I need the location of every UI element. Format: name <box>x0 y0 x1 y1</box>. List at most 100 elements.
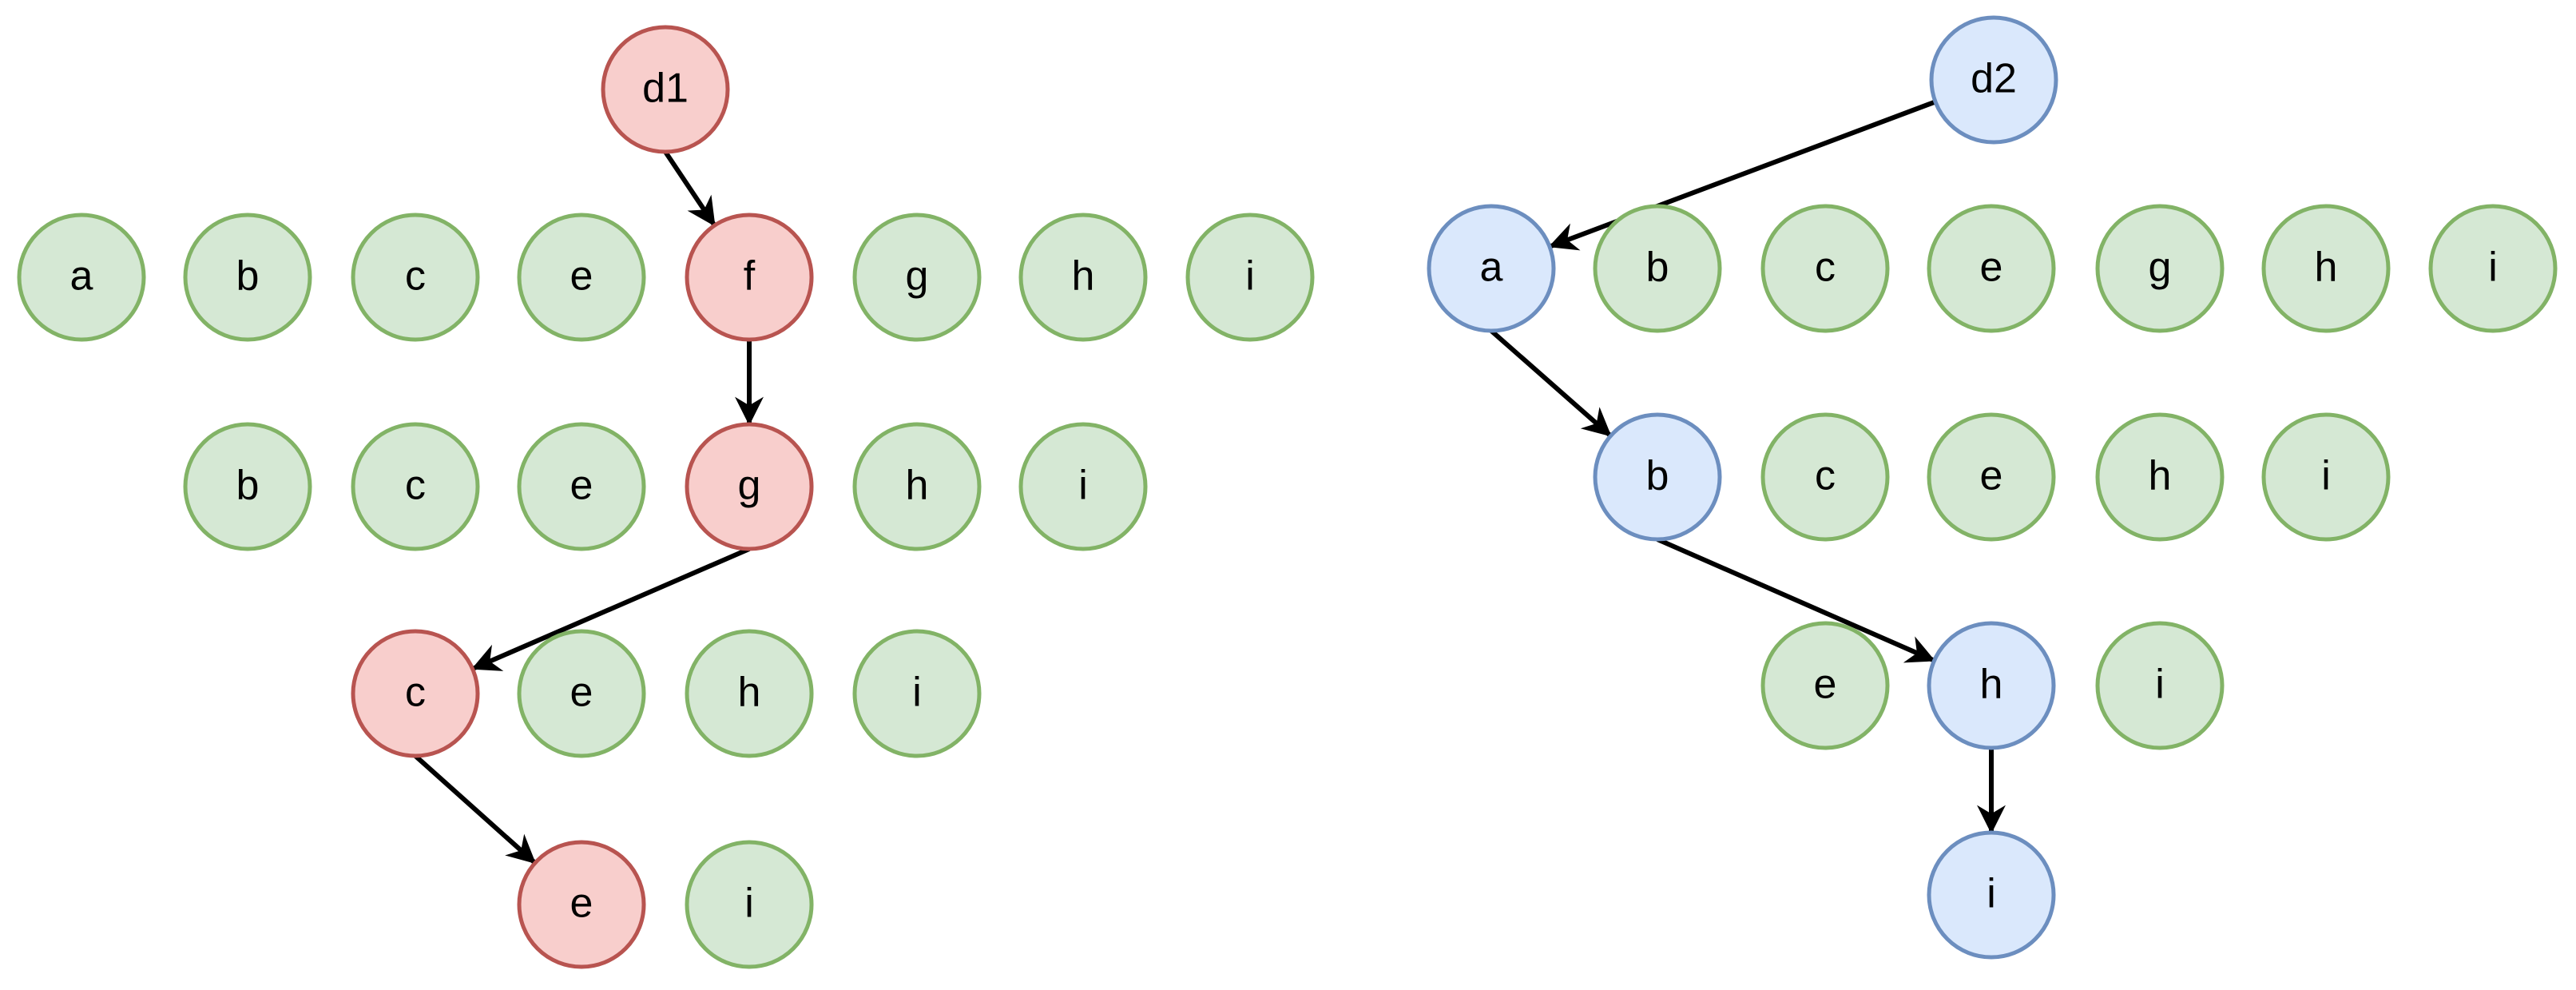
node-d2-r1-h-label: h <box>2315 245 2338 291</box>
node-d1-r3-e-label: e <box>570 670 593 716</box>
path-node-d2-r2-b: b <box>1593 412 1722 542</box>
node-d1-r2-e-label: e <box>570 463 593 509</box>
node-d2-r1-e-label: e <box>1980 245 2003 291</box>
node-d1-r1-h: h <box>1018 213 1148 342</box>
edges-layer <box>414 99 2006 865</box>
node-d2-r1-b-circle <box>1593 204 1722 333</box>
node-d1-r2-e: e <box>517 422 646 551</box>
node-d1-r1-b: b <box>183 213 312 342</box>
node-d2-r2-c: c <box>1760 412 1890 542</box>
node-d2-r1-h: h <box>2261 204 2391 333</box>
edge-d2-b-to-h <box>1656 537 1936 663</box>
path-node-d1-r1-f: f <box>685 213 814 342</box>
node-d1-r2-c-label: c <box>405 463 426 509</box>
node-d2-r2-h-circle <box>2095 412 2225 542</box>
node-d1-r3-h-circle <box>685 629 814 758</box>
node-d2-r3-i-label: i <box>2155 662 2165 708</box>
node-d2-r2-i-circle <box>2261 412 2391 542</box>
node-d2-r2-c-label: c <box>1815 453 1836 499</box>
node-d1-r2-b: b <box>183 422 312 551</box>
node-d2-r3-e-label: e <box>1814 662 1837 708</box>
root-node-d2: d2 <box>1929 15 2058 145</box>
edge-d2-d2-to-a <box>1548 99 1937 251</box>
path-node-d1-r4-e: e <box>517 840 646 969</box>
path-node-d1-r4-e-label: e <box>570 881 593 927</box>
path-node-d2-r3-h-label: h <box>1980 662 2003 708</box>
path-node-d1-r2-g-circle <box>685 422 814 551</box>
path-node-d1-r2-g: g <box>685 422 814 551</box>
node-d1-r1-a: a <box>17 213 146 342</box>
path-node-d2-r1-a: a <box>1427 204 1556 333</box>
node-d1-r2-h: h <box>852 422 982 551</box>
path-node-d2-r2-b-circle <box>1593 412 1722 542</box>
edge-d1-c-to-e <box>414 753 537 865</box>
node-d1-r2-e-circle <box>517 422 646 551</box>
node-d1-r2-i-circle <box>1018 422 1148 551</box>
path-node-d1-r4-e-circle <box>517 840 646 969</box>
node-d1-r1-i: i <box>1185 213 1315 342</box>
node-d2-r3-e: e <box>1760 621 1890 750</box>
node-d2-r2-i-label: i <box>2321 453 2331 499</box>
root-node-d1-circle <box>601 25 730 154</box>
node-d2-r1-b-label: b <box>1646 245 1669 291</box>
node-d1-r4-i-circle <box>685 840 814 969</box>
root-node-d1-label: d1 <box>642 66 689 112</box>
node-d2-r2-c-circle <box>1760 412 1890 542</box>
path-node-d1-r2-g-label: g <box>738 463 761 509</box>
node-d2-r1-i-label: i <box>2488 245 2498 291</box>
node-d1-r2-i: i <box>1018 422 1148 551</box>
node-d1-r2-b-label: b <box>236 463 260 509</box>
edge-d1-d1-to-f <box>663 150 716 227</box>
node-d2-r1-b: b <box>1593 204 1722 333</box>
node-d2-r2-e-label: e <box>1980 453 2003 499</box>
node-d2-r2-e-circle <box>1927 412 2056 542</box>
path-node-d1-r3-c-label: c <box>405 670 426 716</box>
path-node-d2-r4-i-label: i <box>1987 871 1996 917</box>
node-d1-r2-b-circle <box>183 422 312 551</box>
node-d1-r3-e-circle <box>517 629 646 758</box>
path-node-d2-r3-h: h <box>1927 621 2056 750</box>
root-node-d2-label: d2 <box>1971 56 2017 102</box>
node-d2-r1-g-label: g <box>2149 245 2172 291</box>
node-d1-r1-b-label: b <box>236 253 260 300</box>
node-d2-r1-g: g <box>2095 204 2225 333</box>
path-node-d2-r3-h-circle <box>1927 621 2056 750</box>
node-d2-r2-i: i <box>2261 412 2391 542</box>
node-d2-r1-g-circle <box>2095 204 2225 333</box>
node-d2-r3-e-circle <box>1760 621 1890 750</box>
node-d1-r1-c: c <box>351 213 480 342</box>
node-d1-r1-h-circle <box>1018 213 1148 342</box>
path-node-d1-r1-f-circle <box>685 213 814 342</box>
node-d1-r2-h-circle <box>852 422 982 551</box>
node-d1-r1-a-label: a <box>70 253 93 300</box>
path-node-d1-r3-c-circle <box>351 629 480 758</box>
node-d2-r1-h-circle <box>2261 204 2391 333</box>
path-node-d2-r1-a-circle <box>1427 204 1556 333</box>
node-d1-r3-h-label: h <box>738 670 761 716</box>
node-d1-r3-i-circle <box>852 629 982 758</box>
node-d1-r2-i-label: i <box>1078 463 1088 509</box>
node-d1-r3-e: e <box>517 629 646 758</box>
node-d2-r2-e: e <box>1927 412 2056 542</box>
node-d2-r1-c-label: c <box>1815 245 1836 291</box>
node-d1-r1-c-circle <box>351 213 480 342</box>
node-d1-r4-i: i <box>685 840 814 969</box>
node-d1-r3-i-label: i <box>912 670 922 716</box>
node-d1-r1-b-circle <box>183 213 312 342</box>
node-d1-r4-i-label: i <box>744 881 754 927</box>
node-d1-r1-e: e <box>517 213 646 342</box>
node-d1-r2-c: c <box>351 422 480 551</box>
node-d1-r1-i-label: i <box>1245 253 1255 300</box>
node-d2-r1-c-circle <box>1760 204 1890 333</box>
node-d1-r1-i-circle <box>1185 213 1315 342</box>
node-d2-r1-i: i <box>2428 204 2558 333</box>
node-d1-r1-a-circle <box>17 213 146 342</box>
edge-d2-a-to-b <box>1490 328 1612 437</box>
node-d2-r3-i-circle <box>2095 621 2225 750</box>
node-d2-r1-e: e <box>1927 204 2056 333</box>
node-d1-r2-c-circle <box>351 422 480 551</box>
node-d1-r1-e-circle <box>517 213 646 342</box>
node-d1-r1-e-label: e <box>570 253 593 300</box>
node-d2-r2-h: h <box>2095 412 2225 542</box>
